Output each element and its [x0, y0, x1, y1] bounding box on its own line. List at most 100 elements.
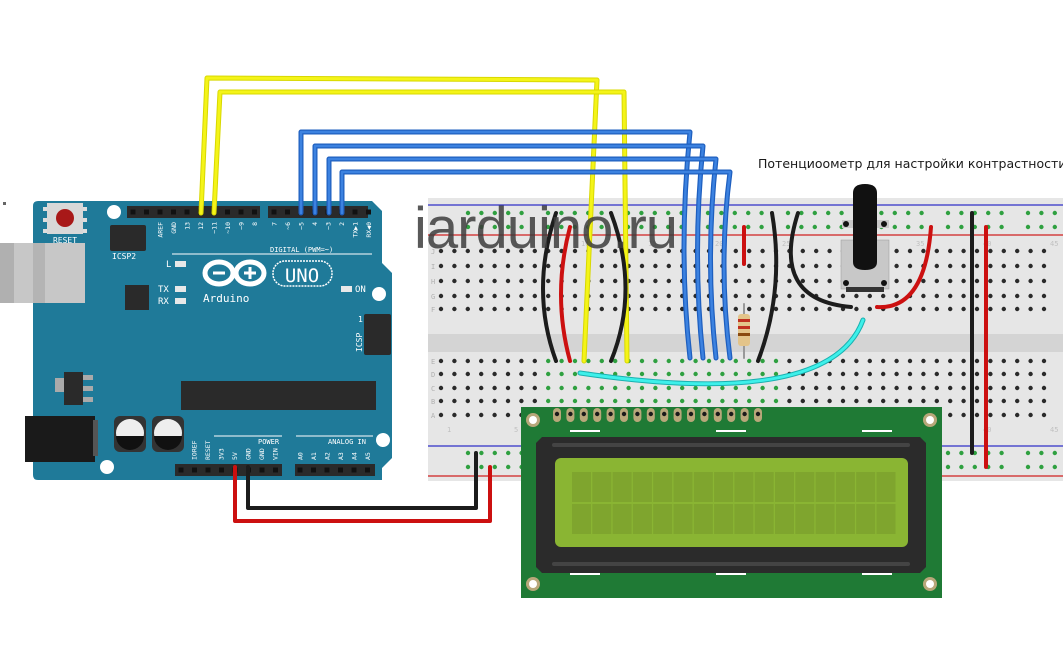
breadboard-hole	[733, 293, 738, 299]
breadboard-hole	[452, 358, 457, 364]
rail-hole	[1039, 464, 1044, 470]
column-number: 45	[1050, 426, 1058, 434]
breadboard-hole	[532, 306, 537, 312]
breadboard-hole	[492, 371, 497, 377]
arduino-uno-board: RESET ICSP2 L TX RX ON UNO Arduino 1 ICS	[0, 201, 392, 480]
rail-hole	[945, 450, 951, 456]
breadboard-hole	[961, 398, 966, 404]
rail-hole	[826, 210, 831, 216]
breadboard-hole	[666, 293, 671, 299]
breadboard-hole	[639, 263, 645, 269]
wire-red-vcc	[559, 225, 572, 363]
breadboard-hole	[814, 306, 819, 312]
breadboard-hole	[921, 358, 926, 364]
breadboard-hole	[626, 385, 631, 391]
breadboard-hole	[733, 278, 738, 284]
header-pin	[352, 209, 358, 215]
breadboard-hole	[827, 263, 832, 269]
breadboard-hole	[666, 278, 671, 284]
breadboard-hole	[988, 398, 993, 404]
breadboard-hole	[519, 263, 524, 269]
breadboard-hole	[907, 371, 913, 377]
breadboard-hole	[465, 398, 470, 404]
pin-label: ~3	[325, 222, 333, 230]
breadboard-hole	[572, 263, 578, 269]
potentiometer-knob-icon[interactable]	[853, 184, 877, 270]
breadboard-hole	[814, 278, 819, 284]
breadboard-hole	[720, 385, 725, 391]
rail-hole	[1039, 210, 1044, 216]
breadboard-hole	[572, 293, 578, 299]
breadboard-hole	[613, 398, 618, 404]
pin-label: ~5	[298, 222, 306, 230]
pin-label: A3	[337, 452, 345, 460]
wire-red-pot-vcc	[875, 225, 933, 310]
pin-label: RX◀0	[365, 222, 373, 238]
breadboard-hole	[532, 263, 537, 269]
pin-label: GND	[258, 448, 266, 460]
breadboard-hole	[599, 263, 604, 269]
breadboard-hole	[907, 263, 913, 269]
breadboard-hole	[907, 306, 913, 312]
breadboard-hole	[1015, 358, 1020, 364]
breadboard-hole	[1015, 371, 1020, 377]
breadboard-hole	[572, 358, 578, 364]
breadboard-hole	[639, 358, 645, 364]
breadboard-hole	[760, 371, 765, 377]
breadboard-hole	[505, 412, 511, 418]
breadboard-hole	[613, 293, 618, 299]
breadboard-hole	[1028, 293, 1033, 299]
breadboard-hole	[773, 385, 779, 391]
breadboard-hole	[921, 398, 926, 404]
breadboard-hole	[934, 248, 939, 254]
breadboard-hole	[747, 263, 752, 269]
breadboard-hole	[438, 412, 444, 418]
breadboard-hole	[974, 263, 980, 269]
breadboard-hole	[519, 293, 524, 299]
breadboard-hole	[827, 306, 832, 312]
breadboard-hole	[747, 293, 752, 299]
breadboard-hole	[519, 385, 524, 391]
lcd-char-cell	[775, 472, 794, 502]
breadboard-hole	[452, 385, 457, 391]
breadboard-hole	[492, 398, 497, 404]
breadboard-hole	[599, 358, 604, 364]
breadboard-hole	[827, 248, 832, 254]
pin-label: 2	[338, 222, 346, 226]
row-label: I	[431, 263, 435, 271]
wire-black-backlight	[756, 211, 779, 363]
breadboard-hole	[894, 358, 899, 364]
breadboard-hole	[479, 358, 484, 364]
analog-header	[295, 464, 375, 476]
breadboard-hole	[693, 371, 698, 377]
breadboard-hole	[599, 293, 604, 299]
watermark: iarduino.ru	[414, 196, 678, 261]
usb-chip	[125, 285, 149, 310]
breadboard-hole	[438, 306, 444, 312]
breadboard-hole	[613, 263, 618, 269]
breadboard-hole	[653, 385, 658, 391]
breadboard-hole	[747, 278, 752, 284]
breadboard-hole	[572, 398, 578, 404]
breadboard-hole	[1041, 278, 1047, 284]
breadboard-hole	[894, 263, 899, 269]
breadboard-hole	[1028, 371, 1033, 377]
breadboard-hole	[505, 358, 511, 364]
potentiometer[interactable]	[840, 184, 890, 292]
breadboard-hole	[546, 278, 551, 284]
breadboard-hole	[934, 278, 939, 284]
rail-hole	[666, 210, 671, 216]
rail-hole	[559, 210, 564, 216]
breadboard-hole	[706, 398, 712, 404]
wire-black-gnd	[541, 211, 558, 363]
breadboard-hole	[787, 293, 792, 299]
rail-hole	[732, 210, 737, 216]
breadboard-hole	[666, 358, 671, 364]
breadboard-hole	[706, 371, 712, 377]
breadboard-hole	[1028, 398, 1033, 404]
reset-button[interactable]	[43, 203, 87, 234]
breadboard-hole	[1041, 412, 1047, 418]
breadboard-hole	[639, 371, 645, 377]
power-header	[175, 464, 282, 476]
